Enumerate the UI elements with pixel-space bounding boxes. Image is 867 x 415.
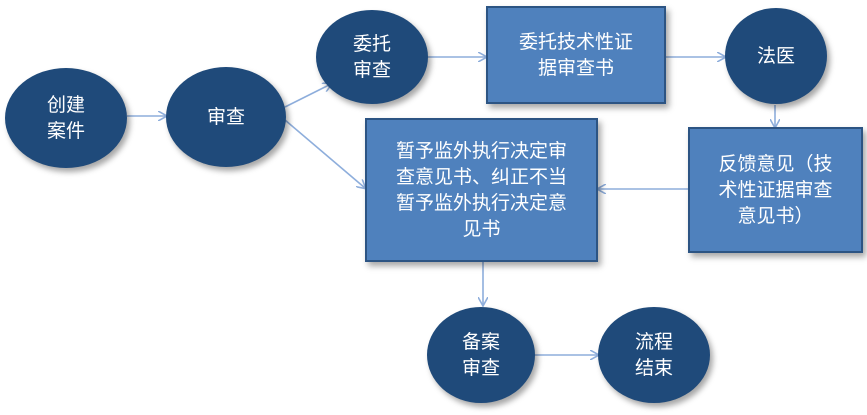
node-forensic: 法医 — [725, 8, 827, 104]
arrow-review-to-decision — [284, 119, 365, 188]
node-feedback: 反馈意见（技 术性证据审查 意见书） — [688, 127, 863, 253]
node-entrust-tech-doc: 委托技术性证 据审查书 — [486, 6, 666, 104]
node-entrust-review: 委托 审查 — [316, 10, 428, 104]
node-review: 审查 — [166, 67, 286, 167]
node-process-end: 流程 结束 — [598, 307, 710, 403]
arrow-review-to-entrust — [284, 84, 331, 108]
node-record-review: 备案 审查 — [427, 307, 535, 403]
node-decision-doc: 暂予监外执行决定审 查意见书、纠正不当 暂予监外执行决定意 见书 — [365, 118, 598, 262]
node-create-case: 创建 案件 — [5, 68, 127, 168]
